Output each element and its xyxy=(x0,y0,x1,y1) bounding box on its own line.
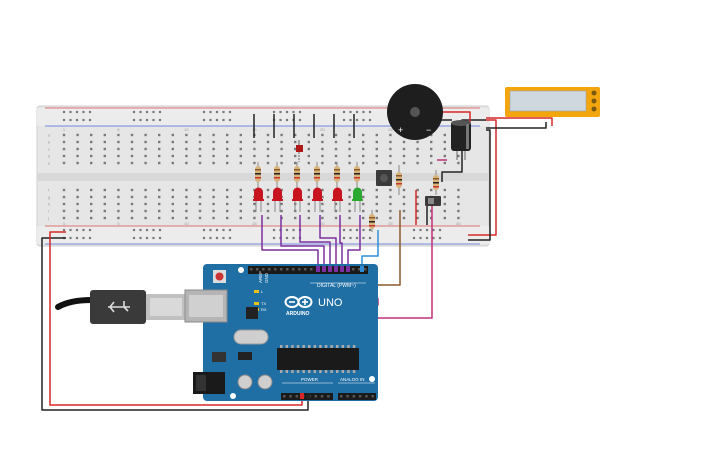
usb-icon xyxy=(108,301,130,313)
led-red xyxy=(254,187,263,200)
resistor-pulldown xyxy=(369,210,375,232)
header-aref: AREF xyxy=(258,271,263,283)
row-letter: d xyxy=(48,154,50,159)
led-red xyxy=(273,187,282,200)
column-number-bottom: 20 xyxy=(320,221,325,226)
breadboard-column-numbers: 115510101515202025253030 xyxy=(63,127,462,226)
capacitor xyxy=(451,120,471,160)
tx-label: TX xyxy=(261,301,266,306)
column-number-bottom: 1 xyxy=(63,221,66,226)
column-number-bottom: 10 xyxy=(184,221,189,226)
arduino-brand: ARDUINO xyxy=(286,311,309,317)
arduino-uno-board[interactable]: DIGITAL (PWM~) AREF GND TX RX L UNO ARDU… xyxy=(184,264,378,401)
wire-endpoints xyxy=(300,266,364,399)
row-letter: i xyxy=(48,209,49,214)
column-number-bottom: 15 xyxy=(252,221,257,226)
wire-button xyxy=(361,230,379,268)
analog-label: ANALOG IN xyxy=(340,377,365,382)
led-red xyxy=(333,187,342,200)
wire-led1 xyxy=(261,215,319,268)
header-gnd: GND xyxy=(264,272,269,283)
row-letter: b xyxy=(48,140,51,145)
column-number-bottom: 25 xyxy=(388,221,393,226)
row-letter: a xyxy=(48,133,51,138)
led-red xyxy=(313,187,322,200)
display-module[interactable] xyxy=(505,87,600,117)
column-number-top: 5 xyxy=(117,127,120,132)
wire-led2 xyxy=(280,215,325,268)
buzzer-minus-label: − xyxy=(426,125,431,135)
wire-lcd-black xyxy=(486,122,547,129)
power-label: POWER xyxy=(301,377,319,382)
column-number-top: 1 xyxy=(63,127,66,132)
indicator-chip xyxy=(296,140,303,162)
row-letter: f xyxy=(48,188,50,193)
wire-led6 xyxy=(347,215,361,268)
resistor-switch xyxy=(433,170,439,195)
rx-label: RX xyxy=(261,307,267,312)
wire-led4 xyxy=(319,215,337,268)
led-green xyxy=(353,187,362,200)
piezo-buzzer[interactable]: + − xyxy=(387,84,443,140)
column-number-top: 10 xyxy=(184,127,189,132)
wire-led3 xyxy=(299,215,331,268)
row-letter: h xyxy=(48,202,50,207)
row-letter: e xyxy=(48,161,51,166)
buzzer-plus-label: + xyxy=(398,125,403,135)
wire-gnd-right xyxy=(468,129,491,241)
l-label: L xyxy=(261,289,264,294)
column-number-top: 25 xyxy=(388,127,393,132)
column-number-top: 15 xyxy=(252,127,257,132)
row-letter: c xyxy=(48,147,50,152)
wire-brown xyxy=(372,210,401,286)
resistor-button xyxy=(396,165,402,195)
row-letter: j xyxy=(47,216,49,221)
wire-lcd-red xyxy=(486,117,553,126)
wire-led5 xyxy=(339,215,343,268)
digital-label: DIGITAL (PWM~) xyxy=(317,283,356,289)
usb-cable xyxy=(55,290,186,324)
column-number-bottom: 30 xyxy=(456,221,461,226)
led-array xyxy=(253,162,363,212)
row-letter: g xyxy=(48,195,50,200)
column-number-top: 20 xyxy=(320,127,325,132)
push-button[interactable] xyxy=(376,170,392,186)
uno-label: UNO xyxy=(318,297,343,309)
wire-5v-right xyxy=(468,119,497,236)
led-red xyxy=(293,187,302,200)
column-number-bottom: 5 xyxy=(117,221,120,226)
arduino-logo-icon xyxy=(284,296,313,308)
slide-switch[interactable] xyxy=(425,196,441,206)
